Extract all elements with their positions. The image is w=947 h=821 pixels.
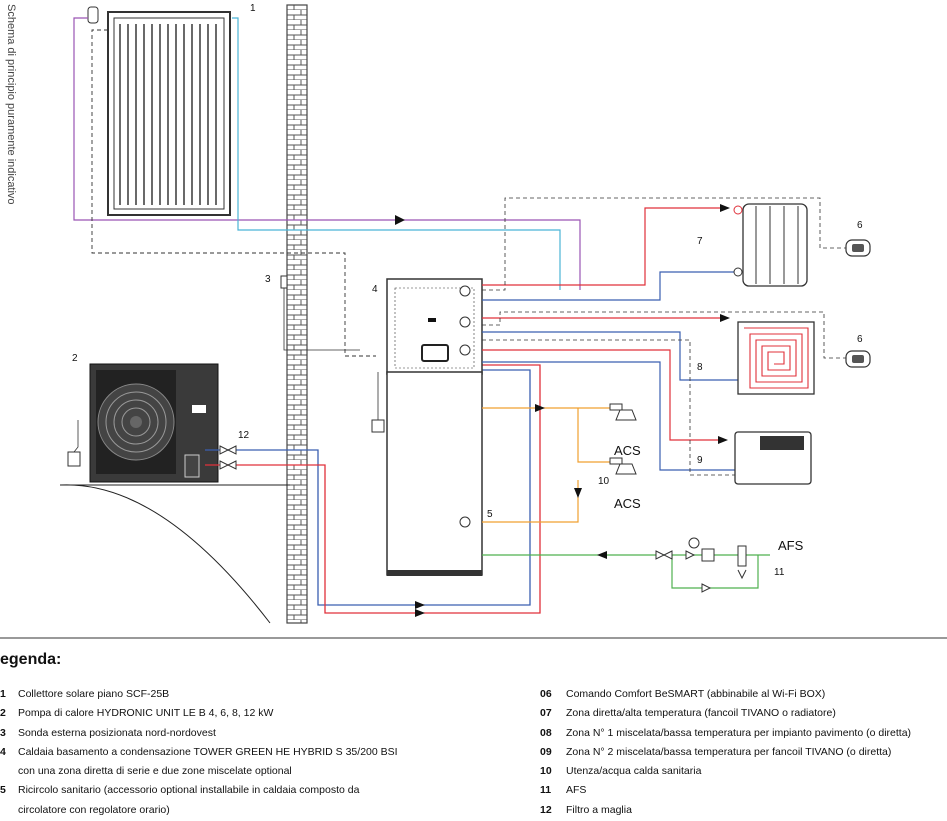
solar-flow-pipe [73,17,581,290]
mesh-filter [219,445,237,470]
solar-collector [87,6,231,216]
label-2: 2 [72,353,78,364]
besmart-thermostat-2 [845,350,871,368]
underfloor-coil [737,321,815,395]
radiator [733,203,808,287]
solar-return-pipe [232,17,561,290]
label-acs-2: ACS [614,496,641,511]
label-8: 8 [697,362,703,373]
label-afs: AFS [778,538,804,553]
hp-return-pipe [205,364,541,614]
flow-arrow [395,215,405,225]
label-4: 4 [372,284,378,295]
legend-item-continuation: circolatore con regolatore orario) [18,803,170,816]
label-9: 9 [697,455,703,466]
label-3: 3 [265,274,271,285]
fancoil [734,431,812,485]
system-diagram: 1 2 3 4 5 6 6 7 8 9 10 11 12 ACS ACS AFS [0,3,947,639]
label-1: 1 [250,3,256,14]
heat-pump [89,363,219,483]
label-5: 5 [487,509,493,520]
legend-item-continuation: con una zona diretta di serie e due zone… [18,765,292,778]
ground-line [59,484,290,624]
shower-head-2 [609,457,637,475]
label-6b: 6 [857,334,863,345]
label-12: 12 [238,430,250,441]
label-10: 10 [598,476,610,487]
bypass-pipe [671,555,759,589]
label-11: 11 [774,567,785,578]
label-6a: 6 [857,220,863,231]
shower-head-1 [609,403,637,421]
sensor-line [91,29,376,357]
label-7: 7 [697,236,703,247]
label-acs-1: ACS [614,443,641,458]
legend-title: egenda: [0,651,62,668]
wall [286,4,308,624]
dhw-pipe-2 [577,408,612,463]
diagram-labels: 1 2 3 4 5 6 6 7 8 9 10 11 12 ACS ACS AFS [72,3,863,578]
afs-valves [655,537,747,593]
outdoor-sensor [280,275,288,289]
besmart-thermostat-1 [845,239,871,257]
zone-pipes [482,207,740,471]
